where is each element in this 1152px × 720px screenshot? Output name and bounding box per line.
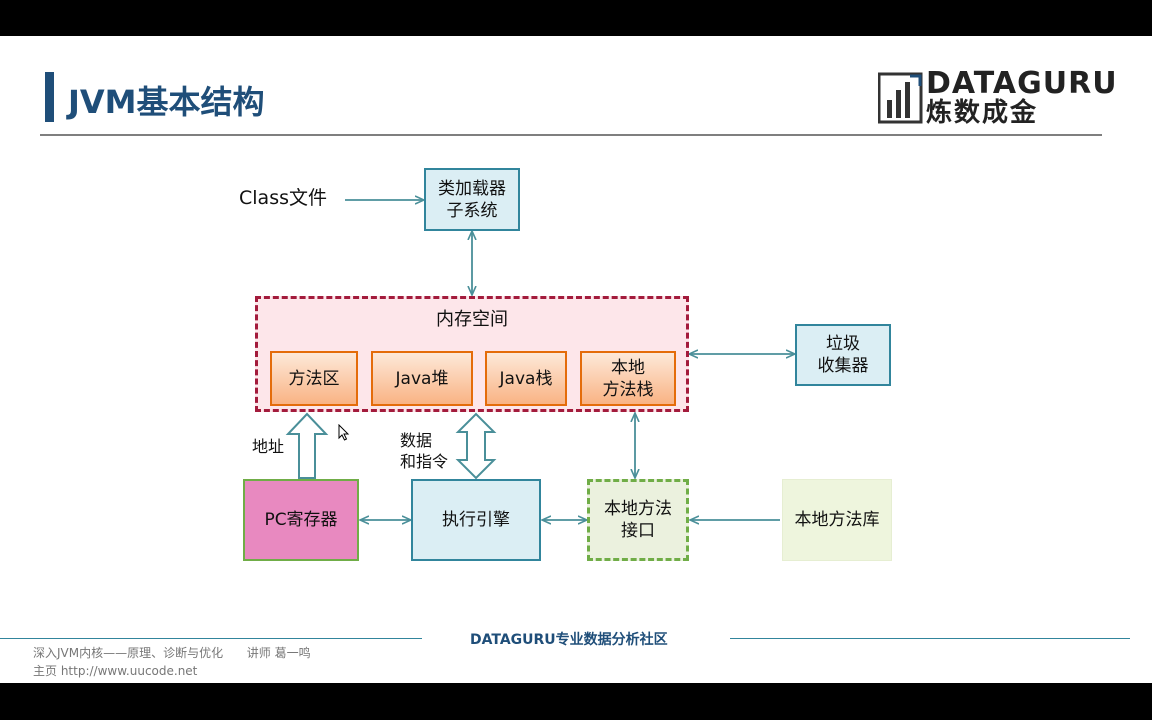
bar-chart-logo-icon — [878, 72, 923, 124]
slide-title: JVM基本结构 — [68, 83, 265, 121]
data-instructions-label: 数据 和指令 — [400, 430, 448, 472]
logo-top-text: DATAGURU — [926, 66, 1118, 101]
slide: JVM基本结构 DATAGURU 炼数成金 Class文件 类加载器子系统 — [0, 36, 1152, 683]
native-interface-line2: 接口 — [621, 521, 655, 541]
native-library-label: 本地方法库 — [794, 510, 880, 530]
native-stack-line1: 本地 — [611, 357, 645, 378]
footer-line-left — [0, 638, 422, 639]
hollow-arrow-address — [285, 412, 329, 479]
native-stack-line2: 方法栈 — [602, 379, 654, 400]
dataguru-logo: DATAGURU 炼数成金 — [878, 66, 1117, 128]
native-library-box: 本地方法库 — [782, 479, 892, 561]
native-interface-box: 本地方法接口 — [587, 479, 689, 561]
memory-space-title: 内存空间 — [436, 309, 508, 330]
footer-homepage: 主页 http://www.uucode.net — [33, 664, 198, 678]
class-loader-line1: 类加载器 — [438, 178, 506, 199]
diagram-connectors — [285, 36, 1152, 683]
address-label: 地址 — [252, 437, 285, 456]
footer-course: 深入JVM内核——原理、诊断与优化 — [33, 646, 224, 660]
class-loader-box: 类加载器子系统 — [424, 168, 520, 231]
execution-engine-label: 执行引擎 — [442, 510, 510, 530]
native-method-stack-box: 本地方法栈 — [580, 351, 676, 406]
footer-lecturer: 讲师 葛一鸣 — [246, 646, 311, 660]
pc-register-box: PC寄存器 — [243, 479, 359, 561]
method-area-label: 方法区 — [288, 368, 340, 389]
java-heap-label: Java堆 — [395, 368, 449, 389]
hollow-arrow-data-instructions — [455, 412, 497, 480]
footer-line-right — [730, 638, 1130, 639]
garbage-collector-box: 垃圾收集器 — [795, 324, 891, 386]
data-instr-line1: 数据 — [400, 431, 433, 450]
title-accent-bar — [45, 72, 54, 122]
java-stack-box: Java栈 — [485, 351, 567, 406]
java-heap-box: Java堆 — [371, 351, 473, 406]
method-area-box: 方法区 — [270, 351, 358, 406]
gc-line1: 垃圾 — [826, 334, 860, 354]
data-instr-line2: 和指令 — [400, 452, 449, 471]
java-stack-label: Java栈 — [499, 368, 553, 389]
class-file-label: Class文件 — [239, 187, 327, 209]
logo-bottom-text: 炼数成金 — [926, 98, 1039, 128]
class-loader-line2: 子系统 — [446, 200, 498, 221]
gc-line2: 收集器 — [817, 356, 869, 376]
execution-engine-box: 执行引擎 — [411, 479, 541, 561]
mouse-cursor-icon — [338, 424, 350, 441]
native-interface-line1: 本地方法 — [604, 499, 672, 519]
header-divider — [40, 134, 1102, 136]
pc-register-label: PC寄存器 — [264, 510, 338, 530]
footer-community: DATAGURU专业数据分析社区 — [470, 632, 668, 648]
footer-course-info: 深入JVM内核——原理、诊断与优化 讲师 葛一鸣 — [33, 644, 311, 661]
